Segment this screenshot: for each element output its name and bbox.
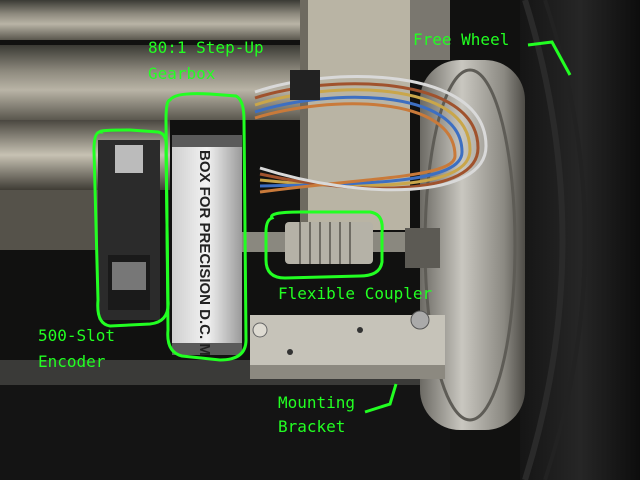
gearbox-outline [164, 92, 248, 362]
svg-text:BOX FOR PRECISION D.C. M: BOX FOR PRECISION D.C. M [196, 150, 213, 356]
free-wheel-label: Free Wheel [413, 30, 510, 49]
motor-label: BOX FOR PRECISION D.C. M [196, 150, 213, 356]
encoder-label-line1: 500-Slot [38, 326, 116, 345]
free-wheel-pointer [527, 40, 572, 76]
coupler-outline [264, 210, 384, 280]
gearbox-label-line1: 80:1 Step-Up [148, 38, 264, 57]
coupler-label: Flexible Coupler [278, 284, 433, 303]
bracket-label-line2: Bracket [278, 417, 346, 436]
bracket-pointer [364, 383, 398, 414]
bracket-label-line1: Mounting [278, 393, 356, 412]
gearbox-label-line2: Gearbox [148, 64, 216, 83]
encoder-label-line2: Encoder [38, 352, 106, 371]
encoder-outline [92, 128, 170, 328]
